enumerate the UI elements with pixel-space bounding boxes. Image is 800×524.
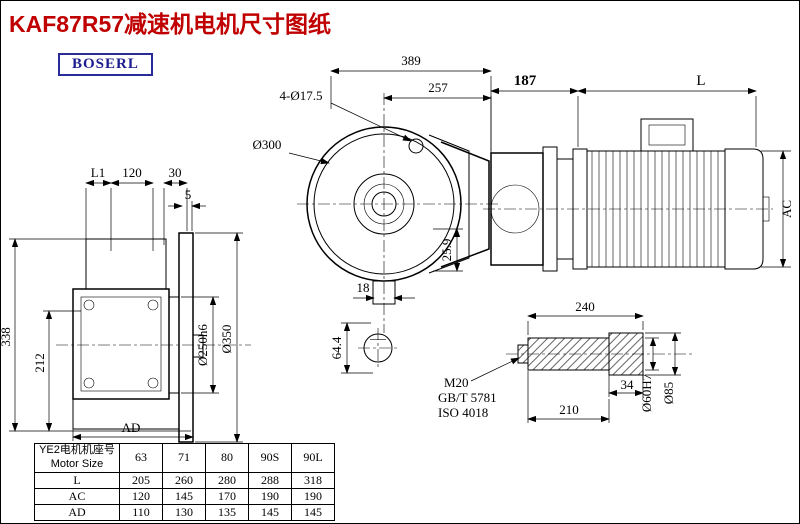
terminal-box (640, 118, 694, 152)
table-cell: 288 (248, 471, 292, 489)
table-size-cell: 80 (205, 443, 249, 473)
motor-geometry (483, 118, 773, 272)
shaft-dimension-lines (470, 312, 681, 423)
table-size-cell: 90L (291, 443, 335, 473)
table-cell: 318 (291, 471, 335, 489)
table-row-label: L (34, 471, 120, 489)
table-header-cell: YE2电机机座号 Motor Size (34, 443, 120, 473)
table-row-label: AD (34, 503, 120, 521)
motor-dim-l: L (696, 73, 705, 89)
bottom-tab (372, 280, 396, 305)
motor-dim-ac: AC (779, 200, 794, 218)
front-view-dimension-lines (288, 67, 492, 374)
side-view-dimension-lines (9, 179, 243, 443)
front-dim-key: 18 (357, 280, 370, 295)
table-cell: 145 (248, 503, 292, 521)
side-dim-120: 120 (122, 165, 142, 180)
shaft-geometry (506, 332, 693, 376)
shaft-dim-240: 240 (575, 299, 595, 314)
shaft-dim-210: 210 (559, 402, 579, 417)
table-row-label: AC (34, 487, 120, 505)
motor-size-table: YE2电机机座号 Motor Size 63 71 80 90S 90L L 2… (34, 443, 335, 521)
front-dim-width: 389 (401, 53, 421, 68)
table-cell: 205 (119, 471, 163, 489)
front-dim-shaft-height: 64.4 (329, 336, 344, 359)
table-row: AD 110 130 135 145 145 (34, 503, 335, 521)
table-cell: 190 (248, 487, 292, 505)
side-dim-30: 30 (169, 165, 182, 180)
table-cell: 120 (119, 487, 163, 505)
table-size-cell: 63 (119, 443, 163, 473)
motor-side-view: 187 L AC (483, 73, 794, 272)
table-cell: 260 (162, 471, 206, 489)
brand-logo: BOSERL (58, 53, 153, 76)
shaft-standard-gb: GB/T 5781 (438, 390, 497, 405)
table-cell: 280 (205, 471, 249, 489)
side-dim-hub: Ø250h6 (195, 324, 210, 366)
table-cell: 170 (205, 487, 249, 505)
table-header-en: Motor Size (50, 457, 104, 470)
shaft-standard-iso: ISO 4018 (438, 405, 488, 420)
side-dim-212: 212 (32, 353, 47, 373)
side-dim-height: 338 (1, 327, 13, 347)
side-dim-5: 5 (185, 187, 192, 202)
shaft-detail: 240 34 210 M20 GB/T 5781 ISO 4018 Ø60H7 … (438, 299, 693, 423)
table-cell: 145 (162, 487, 206, 505)
front-dim-holes: 4-Ø17.5 (280, 88, 323, 103)
output-flange (178, 232, 194, 443)
side-dim-ad: AD (122, 420, 141, 435)
bolt-hole (408, 138, 424, 154)
shaft-thread-label: M20 (444, 375, 469, 390)
fan-cowl (724, 148, 764, 270)
table-cell: 110 (119, 503, 163, 521)
table-row: AC 120 145 170 190 190 (34, 487, 335, 505)
front-dim-right: 257 (428, 80, 448, 95)
shaft-dim-d60: Ø60H7 (639, 373, 654, 412)
front-dim-offset: 25.9 (439, 239, 454, 262)
motor-dimension-lines (490, 87, 791, 268)
shaft-body (527, 337, 610, 371)
table-row: L 205 260 280 288 318 (34, 471, 335, 489)
front-view-geometry (297, 93, 498, 370)
motor-dim-187: 187 (514, 73, 537, 89)
table-cell: 130 (162, 503, 206, 521)
front-dim-flange: Ø300 (253, 137, 282, 152)
table-header-cn: YE2电机机座号 (39, 444, 115, 456)
motor-body (586, 150, 726, 268)
shaft-dim-34: 34 (621, 377, 635, 392)
table-header-row: YE2电机机座号 Motor Size 63 71 80 90S 90L (34, 443, 335, 473)
page-title: KAF87R57减速机电机尺寸图纸 (9, 11, 332, 37)
side-dim-flange: Ø350 (219, 325, 234, 354)
table-cell: 135 (205, 503, 249, 521)
table-cell: 145 (291, 503, 335, 521)
front-view: 389 257 4-Ø17.5 Ø300 25.9 18 64.4 (253, 53, 498, 374)
side-dim-l1: L1 (91, 165, 105, 180)
table-cell: 190 (291, 487, 335, 505)
table-size-cell: 71 (162, 443, 206, 473)
side-view: L1 120 30 5 338 212 AD Ø250h6 Ø350 (1, 165, 251, 443)
table-size-cell: 90S (248, 443, 292, 473)
shaft-dim-d85: Ø85 (661, 382, 676, 404)
